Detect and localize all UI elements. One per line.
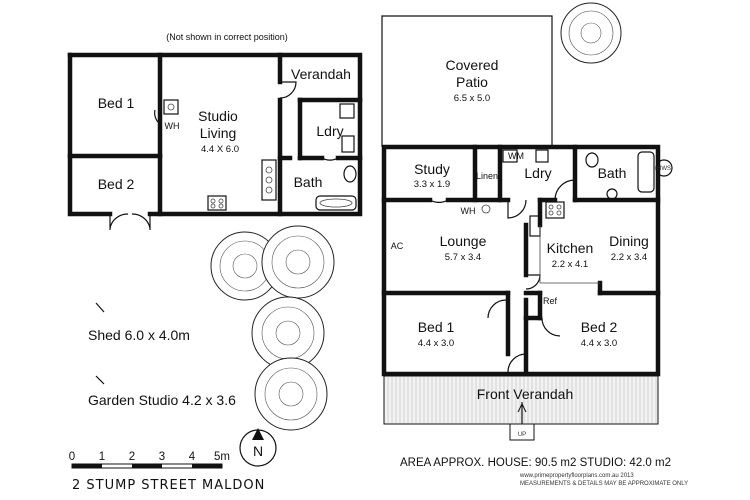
house-plan: Covered Patio 6.5 x 5.0 [381, 15, 673, 441]
shed-label: Shed 6.0 x 4.0m [88, 327, 190, 343]
tree-icon [261, 225, 335, 299]
tree-icon [254, 357, 328, 431]
north-compass-icon: N [239, 428, 277, 467]
studio-bed1-label: Bed 1 [98, 95, 135, 111]
lounge-dim: 5.7 x 3.4 [445, 252, 481, 263]
credit-line: www.primepropertyfloorplans.com.au 2013 [519, 473, 634, 479]
patio-label: Covered [446, 57, 499, 73]
basin-icon [606, 188, 618, 200]
studio-living-label-2: Living [200, 125, 237, 141]
address-label: 2 STUMP STREET MALDON [72, 478, 265, 493]
garden-studio-plan: (Not shown in correct position) [67, 32, 363, 230]
studio-sink-icon [163, 99, 179, 115]
front-verandah [383, 375, 659, 441]
dining-dim: 2.2 x 3.4 [611, 252, 647, 263]
studio-cooktop-icon [207, 195, 227, 211]
bed1-dim: 4.4 x 3.0 [418, 338, 454, 349]
study-label: Study [414, 161, 450, 177]
studio-bed2-label: Bed 2 [98, 176, 135, 192]
scale-tick-label: 1 [99, 451, 105, 463]
scale-tick-label: 4 [189, 451, 196, 463]
ac-label: AC [391, 241, 404, 251]
steps-up-label: UP [518, 432, 526, 438]
dining-label: Dining [609, 233, 649, 249]
front-verandah-label: Front Verandah [477, 386, 574, 402]
patio-dim: 6.5 x 5.0 [454, 93, 490, 104]
garden-studio-label: Garden Studio 4.2 x 3.6 [88, 392, 236, 408]
bed2-label: Bed 2 [581, 319, 618, 335]
wm-label: WM [508, 151, 524, 161]
patio-label-2: Patio [456, 74, 488, 90]
washing-machine-icon [502, 149, 518, 163]
studio-living-dim: 4.4 X 6.0 [201, 144, 239, 155]
bath-label: Bath [598, 165, 627, 181]
studio-position-note: (Not shown in correct position) [166, 32, 288, 42]
kitchen-label: Kitchen [547, 240, 594, 256]
studio-wh-label: WH [165, 121, 180, 131]
studio-bath-label: Bath [294, 174, 323, 190]
studio-ldry-toilet-icon [341, 135, 355, 153]
shed-pointer-icon [95, 302, 105, 313]
scale-bar: 0 1 2 3 4 5m [69, 451, 230, 469]
tree-icon [560, 2, 622, 64]
hws-label: HWS [657, 166, 671, 172]
studio-verandah-label: Verandah [291, 66, 351, 82]
studio-ldry-label: Ldry [316, 123, 343, 139]
bed2-dim: 4.4 x 3.0 [581, 338, 617, 349]
studio-bathtub-icon [315, 195, 357, 211]
tree-icon [210, 231, 280, 301]
credit-line-2: MEASUREMENTS & DETAILS MAY BE APPROXIMAT… [520, 481, 688, 487]
ldry-label: Ldry [524, 165, 551, 181]
ldry-tub-icon [535, 149, 549, 163]
scale-tick-label: 3 [159, 451, 165, 463]
lounge-label: Lounge [440, 233, 487, 249]
studio-toilet-icon [343, 165, 357, 183]
studio-stove-icon [261, 159, 277, 201]
kitchen-cooktop-icon [545, 201, 565, 219]
wh-icon [481, 204, 491, 214]
ref-label: Ref [543, 296, 558, 306]
scale-tick-label: 2 [129, 451, 135, 463]
area-summary: AREA APPROX. HOUSE: 90.5 m2 STUDIO: 42.0… [400, 457, 671, 469]
wh-label: WH [461, 206, 476, 216]
scale-tick-label: 5m [214, 451, 230, 463]
studio-ldry-tub-icon [339, 103, 355, 119]
study-dim: 3.3 x 1.9 [414, 179, 450, 190]
bathtub-icon [637, 151, 655, 193]
bed1-label: Bed 1 [418, 319, 455, 335]
studio-living-label: Studio [198, 108, 238, 124]
hws-icon [655, 159, 673, 177]
kitchen-dim: 2.2 x 4.1 [552, 259, 588, 270]
garden-studio-pointer-icon [95, 375, 105, 385]
trees [210, 2, 622, 431]
compass-label: N [253, 443, 263, 459]
linen-label: Linen [476, 171, 498, 181]
bath-toilet-icon [585, 152, 599, 168]
scale-tick-label: 0 [69, 451, 75, 463]
